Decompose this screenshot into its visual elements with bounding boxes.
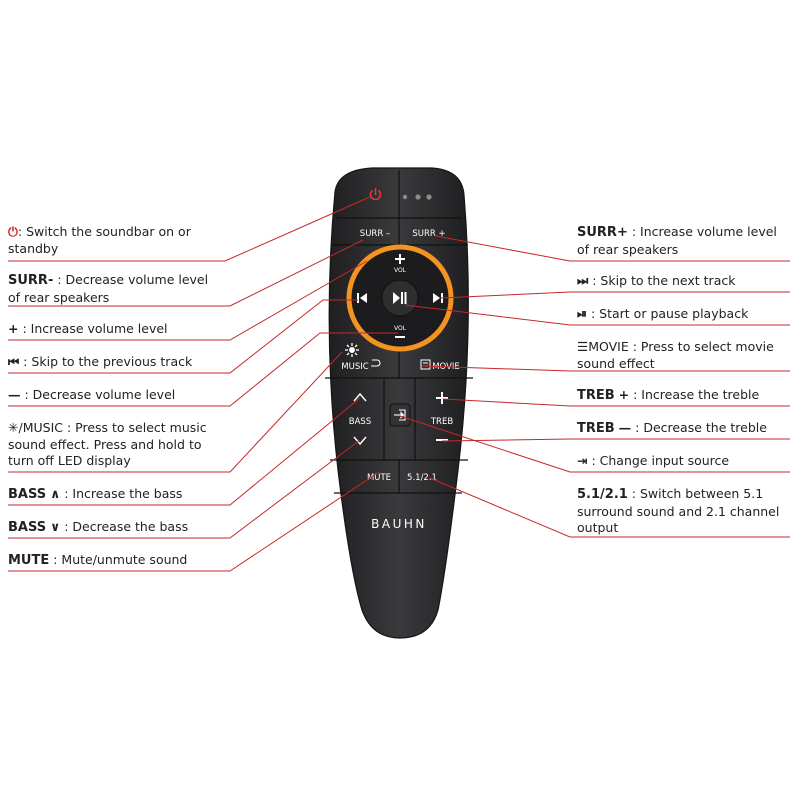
svg-text:BASS: BASS (349, 417, 371, 427)
vol-up-button[interactable]: VOL (394, 254, 407, 274)
chevron-up-icon (353, 392, 367, 402)
label-previous-track: ⏮ : Skip to the previous track (8, 354, 193, 369)
mute-button[interactable]: MUTE (367, 473, 391, 483)
label-surr-minus: SURR- : Decrease volume level of rear sp… (8, 272, 209, 305)
plus-icon: + (618, 387, 630, 402)
label-play-pause: ⏯ : Start or pause playback (577, 306, 749, 321)
surr-minus-button[interactable]: SURR – (360, 229, 390, 239)
label-bass-down: BASS ∨ : Decrease the bass (8, 519, 189, 535)
label-vol-down: — : Decrease volume level (8, 387, 176, 402)
label-input-source: ⇥ : Change input source (577, 453, 730, 468)
vol-down-button[interactable]: VOL (394, 325, 407, 338)
plus-icon (395, 254, 405, 264)
previous-track-icon (357, 293, 367, 303)
bass-buttons[interactable]: BASS (349, 392, 371, 446)
power-icon (369, 189, 382, 201)
input-source-icon: ⇥ (577, 453, 588, 468)
brand-logo: BAUHN (371, 517, 427, 531)
label-movie: ☰MOVIE : Press to select movie sound eff… (577, 339, 774, 371)
plus-icon: + (8, 321, 19, 336)
surr-plus-button[interactable]: SURR + (412, 229, 445, 239)
label-next-track: ⏭ : Skip to the next track (577, 273, 736, 288)
label-mute: MUTE : Mute/unmute sound (8, 552, 188, 568)
music-button[interactable]: MUSIC (341, 343, 381, 372)
play-pause-icon: ⏯ (577, 306, 588, 321)
led-dots-icon (402, 194, 432, 200)
previous-track-icon: ⏮ (8, 354, 20, 369)
chevron-down-icon (353, 436, 367, 446)
callout-lines (8, 195, 790, 572)
label-surr-plus: SURR+ : Increase volume level of rear sp… (577, 224, 777, 257)
label-music: ✳/MUSIC : Press to select music sound ef… (8, 420, 207, 468)
sun-icon (345, 343, 359, 357)
treb-buttons[interactable]: TREB (430, 392, 453, 441)
power-icon: ⏻ (8, 224, 18, 239)
chevron-down-icon: ∨ (50, 519, 61, 534)
play-pause-icon (393, 292, 407, 304)
label-treb-down: TREB — : Decrease the treble (577, 420, 767, 436)
movie-menu-icon: ☰ (577, 339, 589, 354)
chevron-up-icon: ∧ (50, 486, 61, 501)
minus-icon: — (618, 420, 632, 435)
svg-text:VOL: VOL (394, 325, 407, 332)
mode-button[interactable]: 5.1/2.1 (407, 473, 437, 483)
sun-icon: ✳ (8, 420, 19, 435)
svg-text:TREB: TREB (430, 417, 453, 427)
svg-text:VOL: VOL (394, 267, 407, 274)
next-track-icon: ⏭ (577, 273, 589, 288)
svg-text:MUSIC: MUSIC (341, 362, 368, 372)
previous-track-button[interactable] (357, 293, 367, 303)
label-treb-up: TREB + : Increase the treble (577, 387, 760, 403)
label-power: ⏻: Switch the soundbar on or standby (8, 224, 191, 256)
label-mode: 5.1/2.1 : Switch between 5.1 surround so… (577, 486, 780, 535)
label-bass-up: BASS ∧ : Increase the bass (8, 486, 183, 502)
minus-icon: — (8, 387, 21, 402)
label-vol-up: + : Increase volume level (8, 321, 168, 336)
back-arrow-icon (371, 359, 381, 367)
power-button[interactable] (369, 188, 382, 201)
plus-icon (436, 392, 448, 404)
